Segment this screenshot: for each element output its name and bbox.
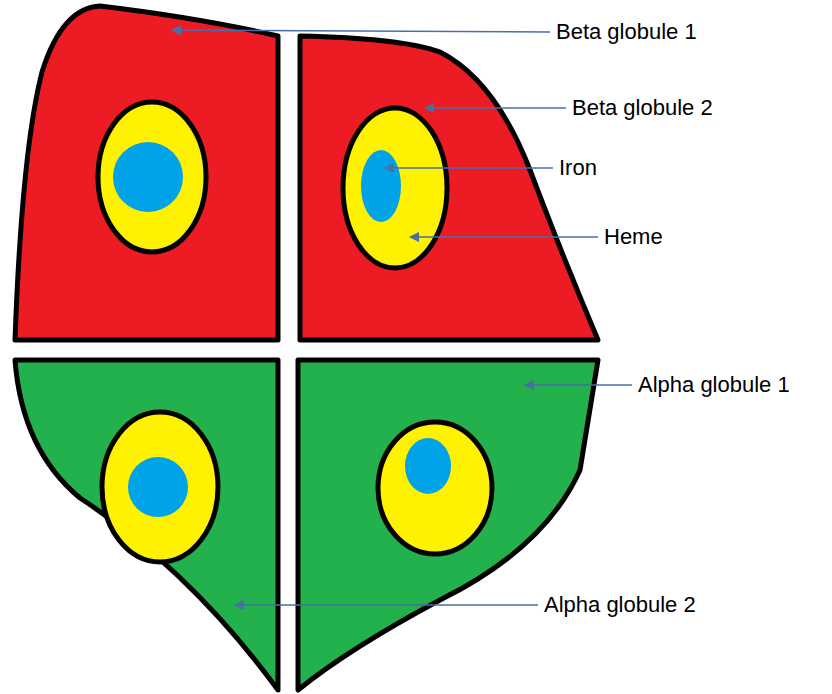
alpha-subunit <box>15 360 278 690</box>
iron-atom <box>128 457 188 517</box>
heme-group <box>378 422 492 554</box>
heme-group <box>98 102 206 252</box>
part-label: Beta globule 2 <box>572 95 713 120</box>
part-label: Beta globule 1 <box>556 19 697 44</box>
iron-atom <box>113 142 183 212</box>
part-label: Iron <box>559 155 597 180</box>
heme-group <box>102 412 218 562</box>
leader-line <box>235 604 538 606</box>
part-label: Alpha globule 2 <box>544 592 696 617</box>
beta-subunit <box>15 6 278 340</box>
iron-atom <box>361 150 401 222</box>
leader-line <box>410 236 598 238</box>
leader-line <box>425 107 566 109</box>
part-label: Heme <box>604 224 663 249</box>
leader-line <box>385 167 553 169</box>
iron-atom <box>405 438 451 494</box>
part-label: Alpha globule 1 <box>638 372 790 397</box>
leader-line <box>172 30 550 32</box>
alpha-subunit <box>298 360 598 690</box>
leader-line <box>525 384 632 386</box>
heme-group <box>343 108 447 268</box>
beta-subunit <box>300 36 598 340</box>
